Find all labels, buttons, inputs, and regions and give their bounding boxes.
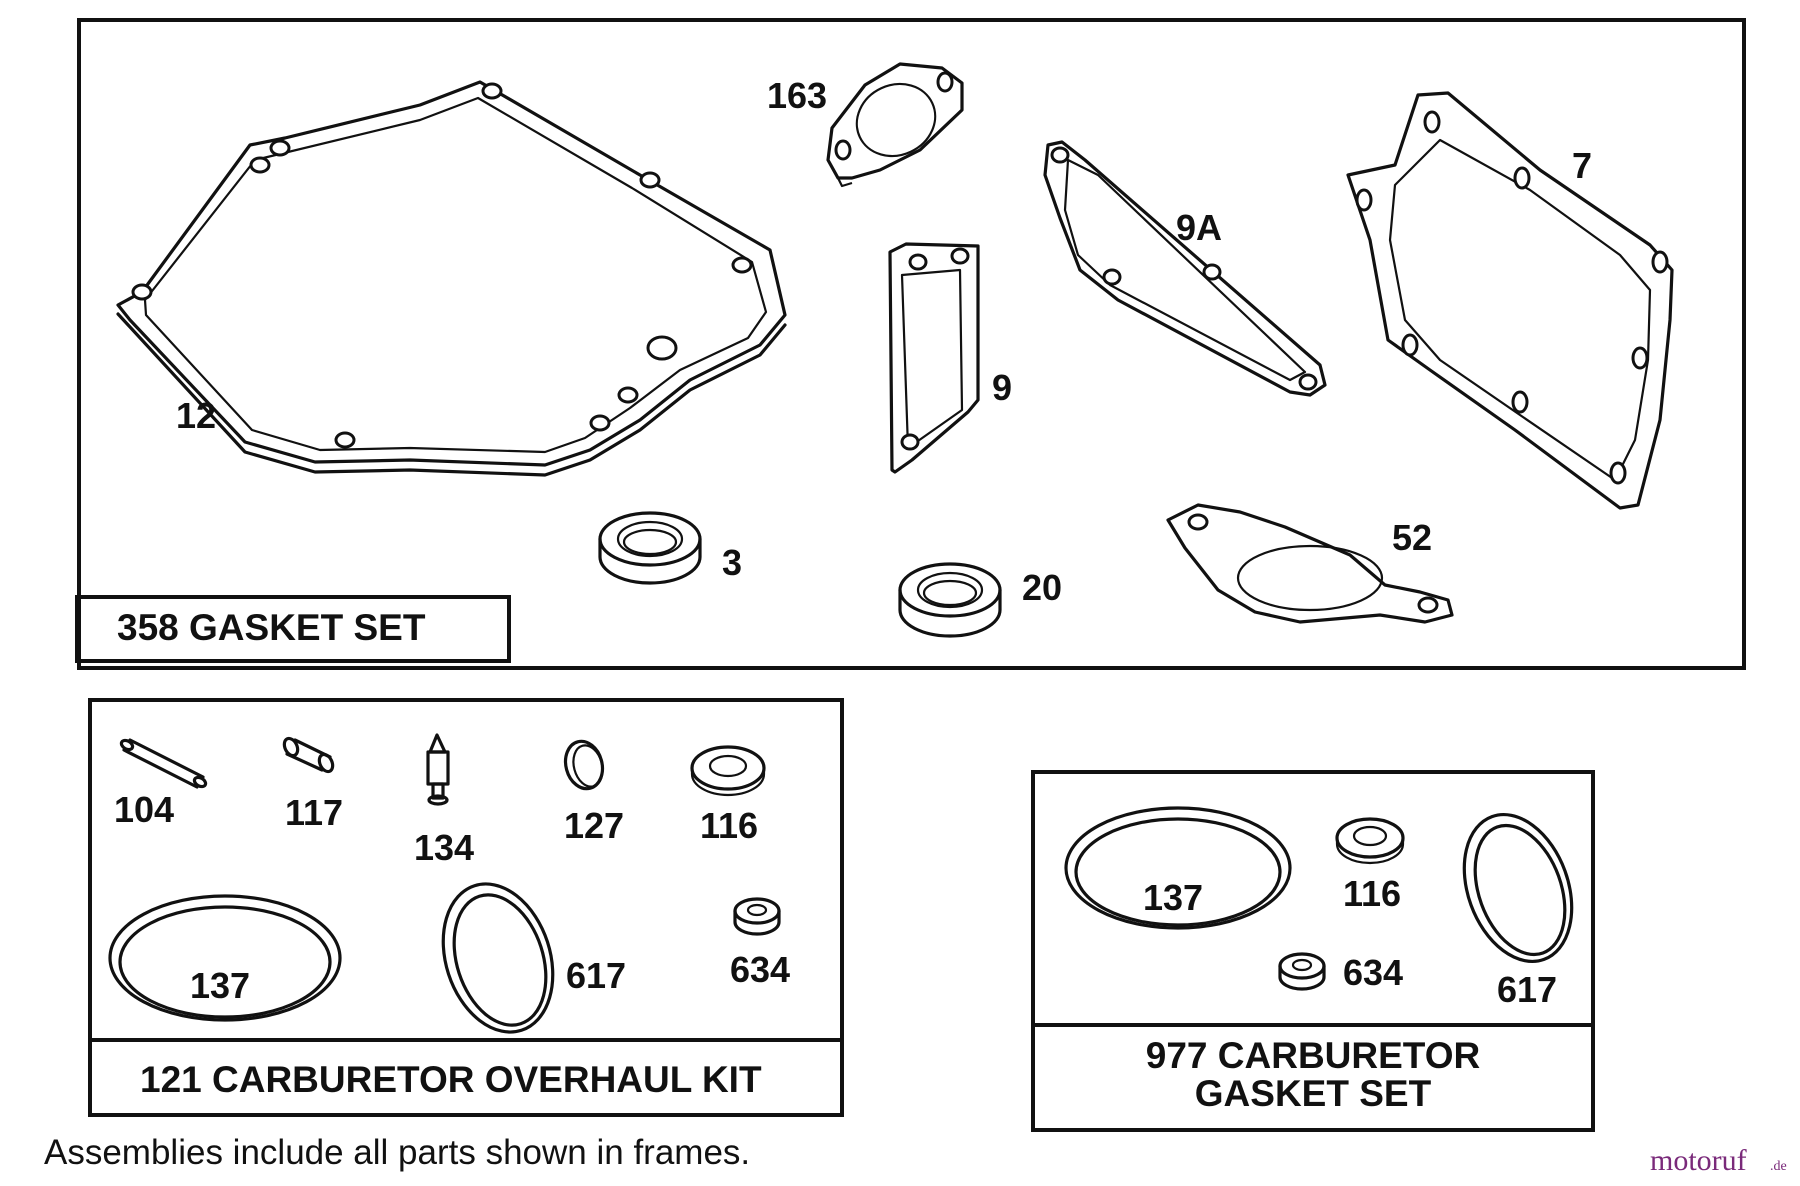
label-20: 20 xyxy=(1022,567,1062,608)
part-7-head-gasket xyxy=(1346,91,1674,510)
part-9-gasket xyxy=(888,242,980,474)
label-104: 104 xyxy=(114,789,174,830)
part-134-needle xyxy=(426,733,450,806)
part-137-oring xyxy=(108,894,342,1022)
part-634-washer xyxy=(733,897,781,936)
watermark-logo: motoruf .de xyxy=(1650,1144,1787,1177)
watermark-brand: motoruf xyxy=(1650,1144,1747,1177)
label-634-kit: 634 xyxy=(730,949,790,990)
label-3: 3 xyxy=(722,542,742,583)
part-117-tube xyxy=(282,736,335,774)
label-7: 7 xyxy=(1572,145,1592,186)
label-9: 9 xyxy=(992,367,1012,408)
label-137-kit: 137 xyxy=(190,965,250,1006)
part-20-seal xyxy=(898,562,1002,638)
label-52: 52 xyxy=(1392,517,1432,558)
label-617-kit: 617 xyxy=(566,955,626,996)
part-163-gasket xyxy=(826,62,964,188)
part-116-washer xyxy=(690,745,766,797)
label-137-set: 137 xyxy=(1143,877,1203,918)
gasket-set-title: 358 GASKET SET xyxy=(117,607,426,648)
label-134: 134 xyxy=(414,827,474,868)
part-617-ring-set xyxy=(1462,812,1574,964)
label-116-set: 116 xyxy=(1343,873,1401,914)
watermark-suffix: .de xyxy=(1770,1159,1787,1174)
label-12: 12 xyxy=(176,395,216,436)
carb-gasket-set-title-line2: GASKET SET xyxy=(1195,1073,1432,1114)
label-117: 117 xyxy=(285,792,343,833)
label-116: 116 xyxy=(700,805,758,846)
carb-gasket-set-frame: 977 CARBURETOR GASKET SET xyxy=(1031,770,1595,1132)
part-9a-gasket xyxy=(1043,140,1327,397)
overhaul-kit-title: 121 CARBURETOR OVERHAUL KIT xyxy=(140,1059,762,1100)
label-163: 163 xyxy=(767,75,827,116)
label-127: 127 xyxy=(564,805,624,846)
part-52-gasket xyxy=(1166,503,1454,624)
part-137-oring-set xyxy=(1064,806,1292,930)
part-634-washer-set xyxy=(1278,952,1326,991)
part-127-disc xyxy=(563,739,605,791)
overhaul-kit-frame: 121 CARBURETOR OVERHAUL KIT xyxy=(88,698,844,1117)
part-617-ring xyxy=(441,882,555,1034)
part-3-seal xyxy=(598,511,702,585)
label-634-set: 634 xyxy=(1343,952,1403,993)
carb-gasket-set-title-line1: 977 CARBURETOR xyxy=(1146,1035,1480,1076)
gasket-set-frame: 358 GASKET SET xyxy=(75,18,1746,670)
label-9a: 9A xyxy=(1176,207,1222,248)
part-12-crankcase-gasket xyxy=(116,80,787,477)
part-116-washer-set xyxy=(1335,817,1405,865)
label-617-set: 617 xyxy=(1497,969,1557,1010)
footnote: Assemblies include all parts shown in fr… xyxy=(44,1133,750,1172)
part-104-pin xyxy=(119,738,208,789)
